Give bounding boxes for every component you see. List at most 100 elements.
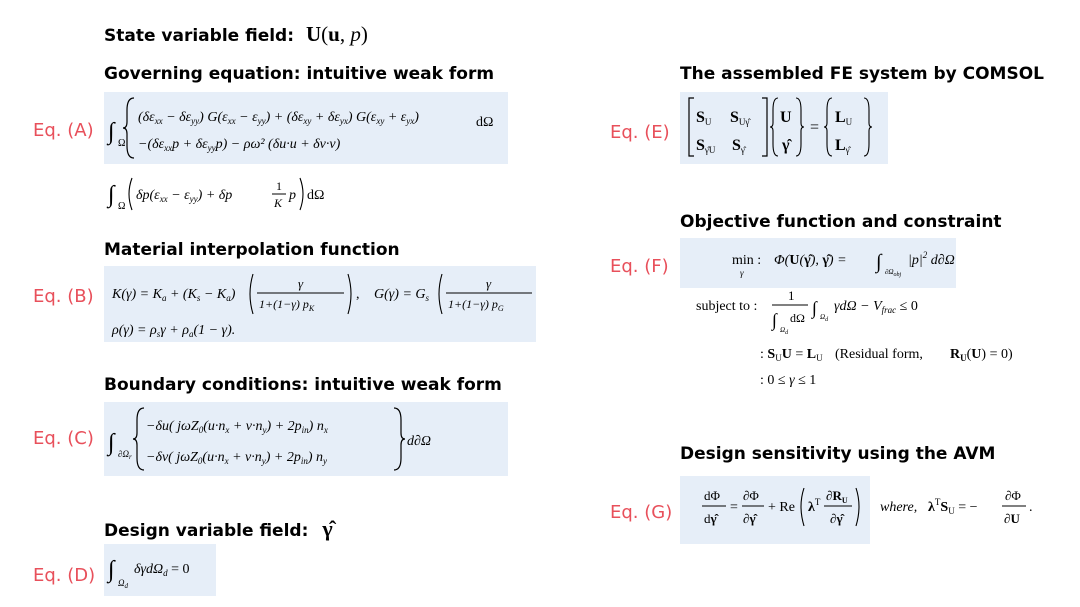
svg-text:∂Φ: ∂Φ xyxy=(743,488,759,503)
svg-text:λTSU = −: λTSU = − xyxy=(928,497,978,516)
assembled-heading: The assembled FE system by COMSOL xyxy=(680,64,1045,84)
svg-text:dΩ: dΩ xyxy=(307,188,324,203)
eq-g-formula: dΦ dγ̂ = ∂Φ ∂γ̂ + Re λT ∂RU ∂γ̂ xyxy=(702,487,860,527)
svg-text:∫: ∫ xyxy=(106,557,116,584)
eq-g-box: dΦ dγ̂ = ∂Φ ∂γ̂ + Re λT ∂RU ∂γ̂ xyxy=(680,476,870,544)
svg-text:U: U xyxy=(780,109,792,126)
svg-text:Lγ̂: Lγ̂ xyxy=(835,137,852,155)
svg-text:dγ̂: dγ̂ xyxy=(704,511,720,526)
svg-text:γ: γ xyxy=(298,276,304,291)
svg-text:Ωd: Ωd xyxy=(820,313,829,323)
svg-text:LU: LU xyxy=(835,109,853,127)
svg-text:dΩ: dΩ xyxy=(790,311,805,325)
svg-text:K: K xyxy=(273,196,283,210)
svg-text:.: . xyxy=(1029,500,1033,515)
svg-text:∫: ∫ xyxy=(811,298,818,319)
svg-text:∫: ∫ xyxy=(106,430,116,457)
eq-e-box: SU SUγ̂ Sγ̂U Sγ̂ U γ̂ = LU Lγ̂ xyxy=(680,92,888,164)
material-heading: Material interpolation function xyxy=(104,240,400,260)
svg-text:Φ(U(γ̂), γ̂) =: Φ(U(γ̂), γ̂) = xyxy=(774,253,847,268)
svg-text:SU: SU xyxy=(696,109,712,127)
svg-text:∂γ̂: ∂γ̂ xyxy=(830,511,846,526)
eq-d-formula: ∫ Ωd δγdΩd = 0 xyxy=(106,557,190,590)
svg-text:RU(U) = 0): RU(U) = 0) xyxy=(950,347,1013,363)
eq-f-label: Eq. (F) xyxy=(610,256,669,277)
svg-text:∂U: ∂U xyxy=(1004,511,1020,526)
eq-g-adjoint-formula: where, λTSU = − ∂Φ ∂U . xyxy=(880,488,1033,526)
eq-a2: ∫ Ω δp(εxx − εyy) + δp 1 K p dΩ xyxy=(104,170,354,218)
eq-b-box: K(γ) = Ka + (Ks − Ka) γ 1+(1−γ) pK , G(γ… xyxy=(104,266,536,342)
eq-g-label: Eq. (G) xyxy=(610,502,673,523)
svg-text:δγdΩd = 0: δγdΩd = 0 xyxy=(134,562,190,578)
eq-b-formula: K(γ) = Ka + (Ks − Ka) γ 1+(1−γ) pK , G(γ… xyxy=(111,273,532,339)
svg-text:∂Φ: ∂Φ xyxy=(1005,488,1021,503)
svg-text:p: p xyxy=(288,188,296,203)
objective-heading: Objective function and constraint xyxy=(680,212,1002,232)
svg-text:Ω: Ω xyxy=(118,138,125,149)
svg-text:−(δεxxp + δεyyp) − ρω² (δu·u +: −(δεxxp + δεyyp) − ρω² (δu·u + δv·v) xyxy=(138,137,341,153)
eq-e-label: Eq. (E) xyxy=(610,122,670,143)
eq-a-dOmega: dΩ xyxy=(476,115,494,130)
svg-text:1+(1−γ) pG: 1+(1−γ) pG xyxy=(448,297,504,313)
eq-f-box: min : γ Φ(U(γ̂), γ̂) = ∫ ∂Ωobj |p|2 d∂Ω xyxy=(680,238,956,288)
svg-text:∂γ̂: ∂γ̂ xyxy=(743,511,759,526)
eq-d-label: Eq. (D) xyxy=(33,565,96,586)
svg-text:∂Ωobj: ∂Ωobj xyxy=(885,268,902,278)
svg-text:δp(εxx − εyy) + δp: δp(εxx − εyy) + δp xyxy=(136,188,232,204)
svg-text:Sγ̂: Sγ̂ xyxy=(732,137,747,155)
residual-form-text: (Residual form, xyxy=(835,347,923,362)
svg-text:1+(1−γ) pK: 1+(1−γ) pK xyxy=(259,297,315,313)
eq-a-box: ∫ Ω (δεxx − δεyy) G(εxx − εyy) + (δεxy +… xyxy=(104,92,582,164)
eq-g-adjoint: where, λTSU = − ∂Φ ∂U . xyxy=(880,486,1040,536)
svg-text:dΦ: dΦ xyxy=(704,488,721,503)
boundary-heading: Boundary conditions: intuitive weak form xyxy=(104,375,502,395)
svg-text:=: = xyxy=(730,500,738,515)
svg-text:: SUU = LU: : SUU = LU xyxy=(760,347,823,363)
sensitivity-heading: Design sensitivity using the AVM xyxy=(680,444,996,464)
eq-b-label: Eq. (B) xyxy=(33,286,94,307)
svg-text:d∂Ω: d∂Ω xyxy=(407,434,431,449)
eq-c-formula: ∫ ∂Ωr −δu( jωZ0(u·nx + v·ny) + 2pin) nx … xyxy=(106,407,431,471)
design-variable-heading: Design variable field: γ̂ xyxy=(104,516,333,542)
svg-text:∫: ∫ xyxy=(874,251,883,274)
svg-text:|p|2 d∂Ω: |p|2 d∂Ω xyxy=(908,250,955,268)
state-variable-heading: State variable field: U(u, p) xyxy=(104,22,368,47)
svg-text:Ω: Ω xyxy=(118,201,125,212)
svg-text:G(γ) = Gs: G(γ) = Gs xyxy=(374,287,430,303)
svg-text:∂RU: ∂RU xyxy=(826,488,848,505)
svg-text:Ωd: Ωd xyxy=(118,578,129,590)
svg-text:ρ(γ) = ρsγ + ρa(1 − γ).: ρ(γ) = ρsγ + ρa(1 − γ). xyxy=(111,323,235,339)
subject-to-text: subject to : xyxy=(696,299,757,314)
where-text: where, xyxy=(880,500,917,515)
eq-d-box: ∫ Ωd δγdΩd = 0 xyxy=(104,544,216,596)
svg-text:∫: ∫ xyxy=(106,119,116,146)
svg-text:γ: γ xyxy=(740,268,744,278)
svg-text:=: = xyxy=(810,119,819,136)
svg-text:γdΩ − Vfrac ≤ 0: γdΩ − Vfrac ≤ 0 xyxy=(834,299,918,315)
svg-text:SUγ̂: SUγ̂ xyxy=(730,109,751,127)
eq-f-formula: min : γ Φ(U(γ̂), γ̂) = ∫ ∂Ωobj |p|2 d∂Ω xyxy=(732,250,955,278)
eq-c-label: Eq. (C) xyxy=(33,428,94,449)
svg-text:γ: γ xyxy=(486,276,492,291)
design-variable-heading-text: Design variable field: xyxy=(104,521,309,541)
svg-text:min :: min : xyxy=(732,253,761,268)
eq-a-formula: ∫ Ω (δεxx − δεyy) G(εxx − εyy) + (δεxy +… xyxy=(106,97,582,159)
svg-text:K(γ) = Ka + (Ks − Ka): K(γ) = Ka + (Ks − Ka) xyxy=(111,287,236,303)
gamma-hat-symbol: γ̂ xyxy=(322,516,333,541)
svg-text:+ Re: + Re xyxy=(768,500,795,515)
svg-text:1: 1 xyxy=(788,288,795,303)
svg-text:λT: λT xyxy=(808,497,821,515)
svg-text:Ωd: Ωd xyxy=(780,326,789,336)
svg-text:Sγ̂U: Sγ̂U xyxy=(696,137,716,155)
svg-text:(δεxx − δεyy) G(εxx − εyy) + (: (δεxx − δεyy) G(εxx − εyy) + (δεxy + δεy… xyxy=(138,110,419,126)
state-variable-heading-text: State variable field: xyxy=(104,26,295,46)
eq-a-label: Eq. (A) xyxy=(33,120,94,141)
svg-text:1: 1 xyxy=(276,179,282,193)
svg-text:−δv( jωZ0(u·nx + v·ny) + 2pin): −δv( jωZ0(u·nx + v·ny) + 2pin) ny xyxy=(146,450,327,466)
governing-heading: Governing equation: intuitive weak form xyxy=(104,64,495,84)
svg-text:∫: ∫ xyxy=(771,310,778,331)
svg-text:−δu( jωZ0(u·nx + v·ny) + 2pin): −δu( jωZ0(u·nx + v·ny) + 2pin) nx xyxy=(146,419,328,435)
svg-text:∫: ∫ xyxy=(106,182,116,209)
svg-text:γ̂: γ̂ xyxy=(781,137,792,154)
svg-text:,: , xyxy=(356,287,360,302)
